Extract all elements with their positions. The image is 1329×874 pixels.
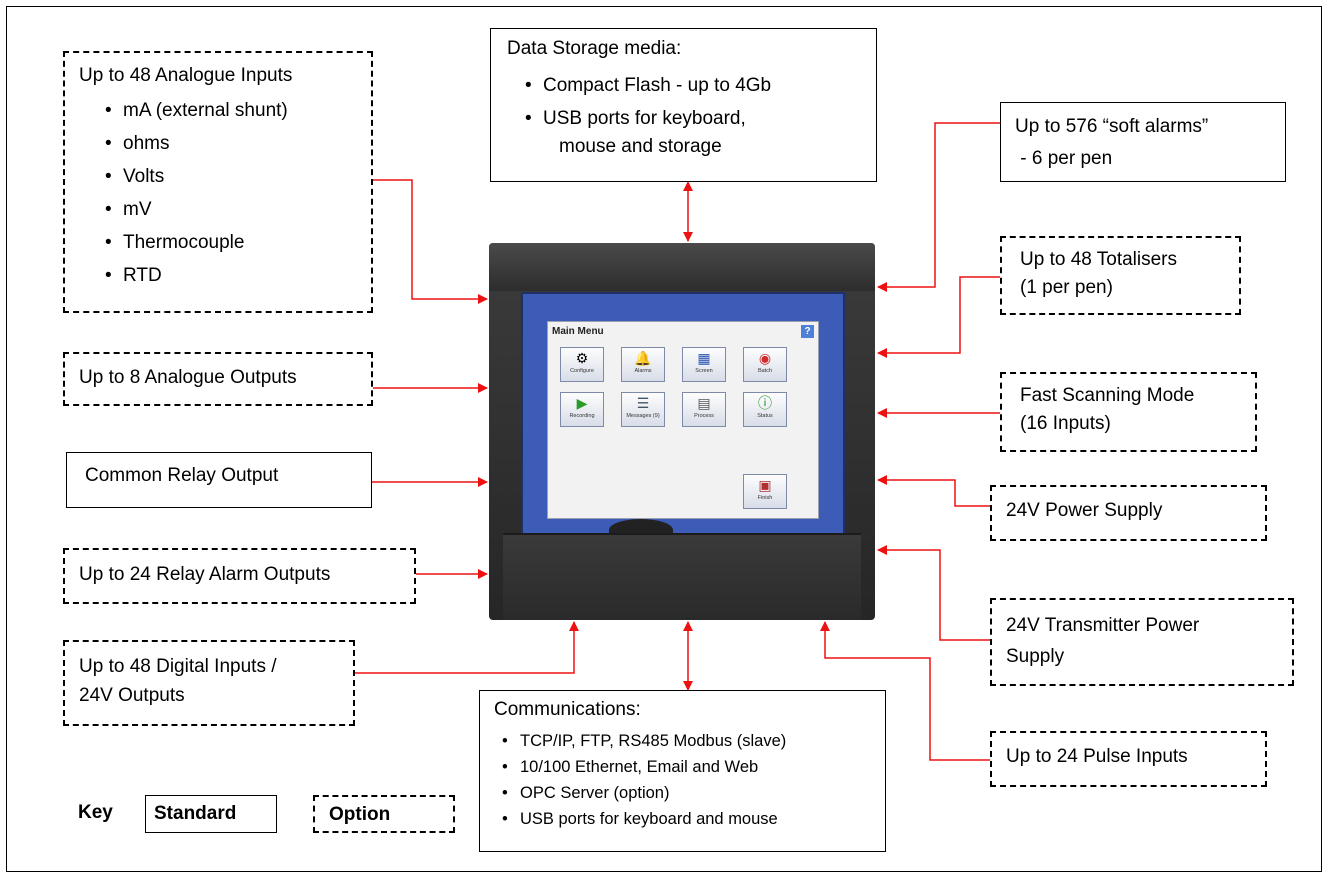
exit-icon: ▣ [758, 477, 772, 493]
status-tile[interactable]: ⓘ Status [743, 392, 787, 427]
device-screen: Main Menu ? ⚙ Configure 🔔 Alarms ▦ Scree… [521, 292, 845, 536]
list-item: mV [103, 193, 371, 226]
tile-label: Screen [695, 368, 713, 374]
communications-box: Communications: TCP/IP, FTP, RS485 Modbu… [479, 690, 886, 852]
totalisers-line-2: (1 per pen) [1020, 277, 1113, 298]
screen-tile[interactable]: ▦ Screen [682, 347, 726, 382]
list-item: 10/100 Ethernet, Email and Web [500, 754, 885, 780]
connector-pulse-inputs [820, 621, 990, 761]
communications-list: TCP/IP, FTP, RS485 Modbus (slave) 10/100… [500, 728, 885, 832]
digital-inputs-box: Up to 48 Digital Inputs / 24V Outputs [63, 640, 355, 726]
list-item: RTD [103, 259, 371, 292]
list-item: ohms [103, 127, 371, 160]
batch-tile[interactable]: ◉ Batch [743, 347, 787, 382]
recording-tile[interactable]: ▶ Recording [560, 392, 604, 427]
help-icon[interactable]: ? [801, 325, 814, 338]
list-item-continuation: mouse and storage [559, 135, 722, 157]
finish-tile[interactable]: ▣ Finish [743, 474, 787, 509]
connector-transmitter-power [877, 545, 990, 641]
connector-digital-inputs [355, 621, 579, 674]
fast-scanning-line-1: Fast Scanning Mode [1020, 385, 1195, 406]
tile-label: Process [694, 413, 714, 419]
connector-power-supply [877, 475, 990, 507]
fast-scanning-box: Fast Scanning Mode (16 Inputs) [1000, 372, 1257, 452]
tile-label: Configure [570, 368, 594, 374]
analogue-inputs-box: Up to 48 Analogue Inputs mA (external sh… [63, 51, 373, 313]
connector-soft-alarms [877, 122, 1000, 292]
common-relay-label: Common Relay Output [85, 465, 279, 486]
key-label: Key [78, 802, 113, 823]
list-item: Volts [103, 160, 371, 193]
process-tile[interactable]: ▤ Process [682, 392, 726, 427]
digital-inputs-line-2: 24V Outputs [79, 685, 185, 706]
alarms-tile[interactable]: 🔔 Alarms [621, 347, 665, 382]
analogue-outputs-label: Up to 8 Analogue Outputs [79, 367, 297, 388]
soft-alarms-box: Up to 576 “soft alarms” - 6 per pen [1000, 102, 1286, 182]
list-item: OPC Server (option) [500, 780, 885, 806]
data-storage-list: Compact Flash - up to 4Gb USB ports for … [523, 69, 876, 135]
relay-alarms-box: Up to 24 Relay Alarm Outputs [63, 548, 416, 604]
diagram-frame [6, 6, 1322, 872]
analogue-outputs-box: Up to 8 Analogue Outputs [63, 352, 373, 406]
fast-scanning-line-2: (16 Inputs) [1020, 413, 1111, 434]
messages-tile[interactable]: ☰ Messages (9) [621, 392, 665, 427]
digital-inputs-line-1: Up to 48 Digital Inputs / [79, 656, 277, 677]
key-option-box: Option [313, 795, 455, 833]
tile-label: Recording [569, 413, 595, 419]
play-icon: ▶ [576, 395, 588, 411]
transmitter-power-line-1: 24V Transmitter Power [1006, 615, 1200, 636]
common-relay-box: Common Relay Output [66, 452, 372, 508]
screen-icon: ▦ [697, 350, 711, 366]
tile-label: Status [757, 413, 773, 419]
device-lower-door [503, 533, 861, 620]
recorder-device: Main Menu ? ⚙ Configure 🔔 Alarms ▦ Scree… [489, 243, 875, 620]
tile-label: Messages (9) [626, 413, 660, 419]
document-icon: ▤ [697, 395, 711, 411]
list-item: USB ports for keyboard, [523, 102, 876, 135]
main-menu-panel: Main Menu ? ⚙ Configure 🔔 Alarms ▦ Scree… [547, 321, 819, 519]
connector-totalisers [877, 276, 1000, 358]
pulse-inputs-box: Up to 24 Pulse Inputs [990, 731, 1267, 787]
key-option-label: Option [329, 804, 391, 825]
pill-icon: ◉ [758, 350, 772, 366]
soft-alarms-line-1: Up to 576 “soft alarms” [1015, 116, 1209, 137]
info-icon: ⓘ [758, 395, 772, 411]
totalisers-line-1: Up to 48 Totalisers [1020, 249, 1178, 270]
totalisers-box: Up to 48 Totalisers (1 per pen) [1000, 236, 1241, 315]
power-supply-box: 24V Power Supply [990, 485, 1267, 541]
list-item: USB ports for keyboard and mouse [500, 806, 885, 832]
bell-icon: 🔔 [634, 350, 652, 366]
key-standard-box: Standard [145, 795, 277, 833]
list-item: TCP/IP, FTP, RS485 Modbus (slave) [500, 728, 885, 754]
communications-title: Communications: [494, 699, 641, 720]
transmitter-power-line-2: Supply [1006, 646, 1065, 667]
pulse-inputs-label: Up to 24 Pulse Inputs [1006, 746, 1188, 767]
connector-analogue-inputs [372, 179, 488, 304]
tile-label: Batch [757, 368, 773, 374]
main-menu-title: Main Menu [552, 326, 604, 337]
relay-alarms-label: Up to 24 Relay Alarm Outputs [79, 564, 331, 585]
key-standard-label: Standard [154, 803, 237, 824]
wrench-icon: ⚙ [575, 350, 589, 366]
list-item: Thermocouple [103, 226, 371, 259]
analogue-inputs-title: Up to 48 Analogue Inputs [79, 65, 293, 86]
device-top-bezel [489, 243, 875, 291]
tile-label: Alarms [634, 368, 652, 374]
list-icon: ☰ [636, 395, 650, 411]
list-item: Compact Flash - up to 4Gb [523, 69, 876, 102]
configure-tile[interactable]: ⚙ Configure [560, 347, 604, 382]
data-storage-box: Data Storage media: Compact Flash - up t… [490, 28, 877, 182]
transmitter-power-box: 24V Transmitter Power Supply [990, 598, 1294, 686]
analogue-inputs-list: mA (external shunt) ohms Volts mV Thermo… [103, 94, 371, 292]
list-item: mA (external shunt) [103, 94, 371, 127]
power-supply-label: 24V Power Supply [1006, 500, 1163, 521]
soft-alarms-line-2: - 6 per pen [1015, 148, 1113, 169]
data-storage-title: Data Storage media: [507, 38, 682, 59]
tile-label: Finish [757, 495, 773, 501]
